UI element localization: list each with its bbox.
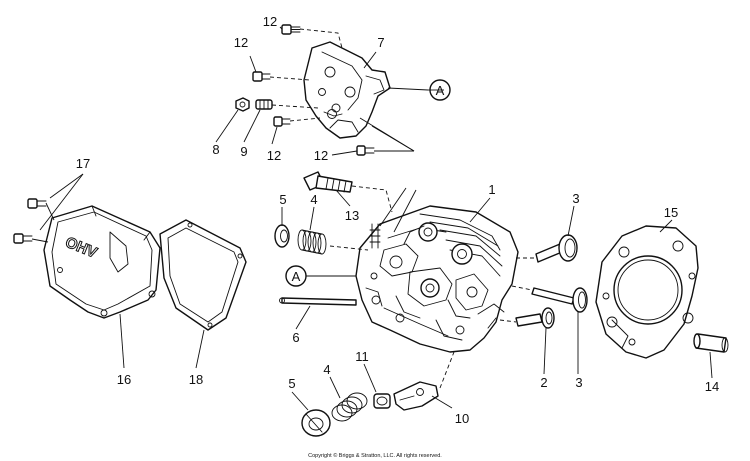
dowel-pin — [693, 333, 729, 353]
callout-3-lower: 3 — [575, 375, 582, 390]
adjuster-screw-9 — [255, 99, 273, 110]
reference-marker-a-upper: A — [429, 79, 451, 101]
bolt-17-lower — [13, 233, 33, 244]
callout-8: 8 — [212, 142, 219, 157]
head-bolt — [303, 171, 353, 193]
bolt-12-upper-left — [252, 71, 271, 82]
callout-12-top: 12 — [263, 14, 277, 29]
callout-3-upper: 3 — [572, 191, 579, 206]
callout-5-lower: 5 — [288, 376, 295, 391]
callout-15: 15 — [664, 205, 678, 220]
callout-13: 13 — [345, 208, 359, 223]
valve-cover: OHV — [43, 205, 161, 319]
callout-4-lower: 4 — [323, 362, 330, 377]
bolt-12-lower — [356, 145, 375, 156]
rocker-bracket — [303, 41, 391, 139]
callout-12-middle: 12 — [267, 148, 281, 163]
valve-retainer-lower — [301, 409, 331, 437]
callout-12-upper-left: 12 — [234, 35, 248, 50]
bolt-17-upper — [27, 198, 47, 209]
intake-valve — [535, 234, 578, 263]
rocker-arm-10 — [393, 381, 439, 411]
callout-7: 7 — [377, 35, 384, 50]
callout-17: 17 — [76, 156, 90, 171]
reference-marker-a-lower: A — [285, 265, 307, 287]
head-gasket — [595, 225, 699, 359]
valve-part-2 — [515, 307, 555, 329]
push-rod — [279, 297, 357, 306]
callout-5-upper: 5 — [279, 192, 286, 207]
exhaust-valve — [531, 287, 588, 313]
callout-18: 18 — [189, 372, 203, 387]
callout-6: 6 — [292, 330, 299, 345]
valve-cover-gasket — [159, 219, 247, 331]
reference-marker-a-upper-label: A — [436, 83, 445, 98]
callout-1: 1 — [488, 182, 495, 197]
callout-2: 2 — [540, 375, 547, 390]
callout-9: 9 — [240, 144, 247, 159]
nut-8 — [235, 97, 250, 112]
callout-14: 14 — [705, 379, 719, 394]
callout-16: 16 — [117, 372, 131, 387]
valve-spring-upper — [297, 229, 327, 255]
cylinder-head — [355, 205, 519, 353]
reference-marker-a-lower-label: A — [292, 269, 301, 284]
bolt-12-top — [281, 24, 301, 35]
valve-retainer-upper — [274, 224, 290, 248]
copyright-notice: Copyright © Briggs & Stratton, LLC. All … — [308, 452, 442, 459]
callout-4-upper: 4 — [310, 192, 317, 207]
bolt-12-middle — [273, 116, 291, 127]
valve-spring-lower — [331, 392, 368, 422]
rocker-stud-19 — [369, 223, 381, 249]
callout-10: 10 — [455, 411, 469, 426]
callout-11: 11 — [355, 349, 369, 364]
callout-12-lower: 12 — [314, 148, 328, 163]
spring-seat-11 — [373, 393, 391, 409]
